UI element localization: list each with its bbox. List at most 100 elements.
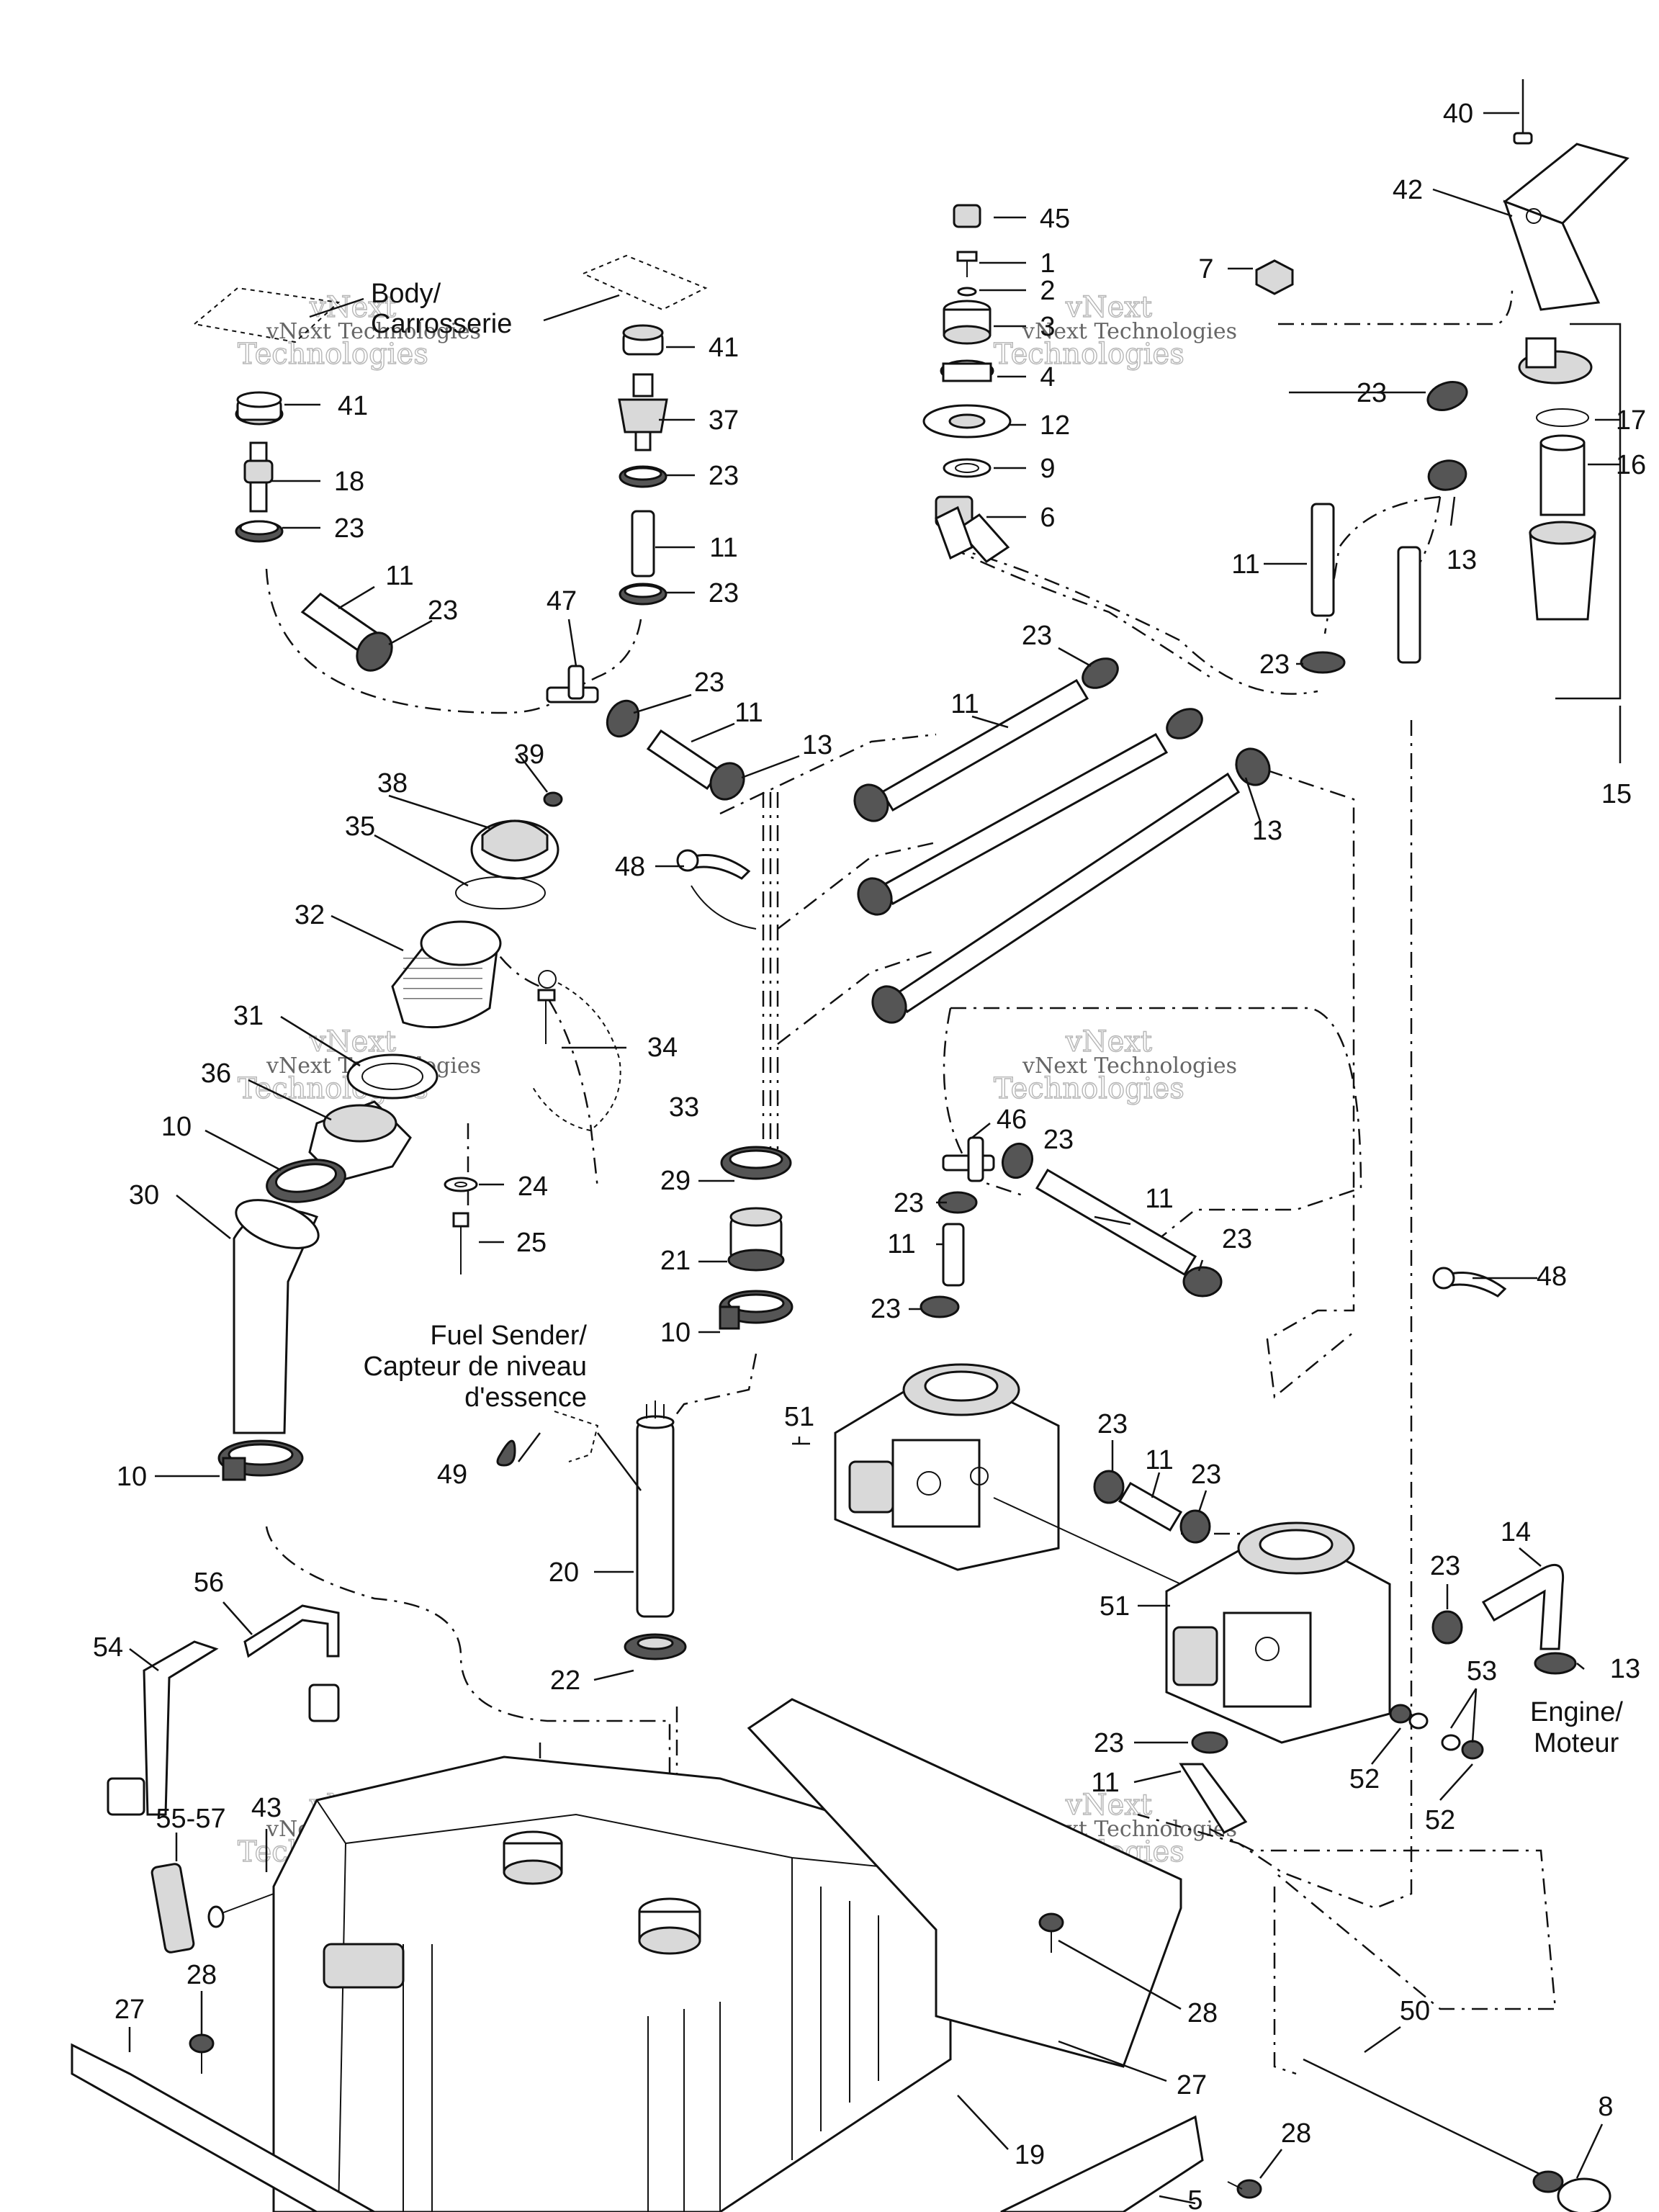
- shield-5: [1000, 2115, 1204, 2212]
- callout-13-right: 13: [1447, 545, 1477, 575]
- callout-47: 47: [547, 586, 577, 616]
- callout-23-tee46: 23: [1043, 1125, 1074, 1155]
- callout-23-between-right: 23: [1191, 1460, 1221, 1490]
- engine-label-line2: Moteur: [1534, 1728, 1619, 1758]
- callout-32: 32: [295, 900, 325, 930]
- nut-7: [1255, 259, 1294, 295]
- clamp-23-tee: [606, 699, 640, 738]
- filter-element-16: [1539, 434, 1586, 516]
- callout-11-carb-lower: 11: [1091, 1768, 1119, 1798]
- fuel-sender-label: Fuel Sender/ Capteur de niveau d'essence: [363, 1321, 587, 1413]
- callout-8: 8: [1598, 2092, 1613, 2122]
- callout-51-rear: 51: [1100, 1591, 1130, 1622]
- callout-10-sender: 10: [660, 1318, 691, 1348]
- fuel-sender-label-line3: d'essence: [464, 1382, 587, 1413]
- chain-33: [532, 982, 621, 1132]
- callout-11-left: 11: [385, 561, 413, 591]
- watermark-small: vNext Technologies: [1022, 1053, 1237, 1079]
- callout-11-tee46-diag: 11: [1145, 1184, 1173, 1214]
- fitting-41-center: [622, 324, 664, 356]
- hose-11-center: [631, 510, 655, 577]
- body-label: Body/ Carrosserie: [371, 279, 512, 339]
- tee-fitting-47: [546, 665, 599, 703]
- callout-23-between-left: 23: [1097, 1409, 1128, 1439]
- callout-45: 45: [1040, 204, 1070, 234]
- shield-27-left: [71, 2043, 377, 2212]
- callout-49: 49: [437, 1460, 467, 1490]
- clamp-10-lower: [217, 1439, 304, 1481]
- tie-wrap-48-upper: [676, 849, 757, 930]
- callout-48-lower: 48: [1537, 1262, 1567, 1292]
- callout-5: 5: [1187, 2185, 1202, 2212]
- screw-28-a: [189, 2033, 215, 2074]
- hose-11-right-b: [1397, 546, 1421, 664]
- callout-37: 37: [709, 405, 739, 436]
- callout-29: 29: [660, 1166, 691, 1196]
- clamp-13-right: [1427, 459, 1467, 491]
- callout-1: 1: [1040, 248, 1055, 279]
- filler-cap-38: [470, 819, 559, 880]
- watermark-small: vNext Technologies: [1022, 319, 1237, 344]
- callout-51-front: 51: [784, 1402, 814, 1432]
- choke-cable-50: [1303, 2058, 1542, 2176]
- callout-23-crossover: 23: [1022, 621, 1052, 651]
- strap-54: [107, 1640, 219, 1816]
- clamp-23-tee46-short: [920, 1295, 960, 1318]
- washer-24: [444, 1177, 478, 1192]
- callout-4: 4: [1040, 362, 1055, 392]
- clamp-23-tee46-diag: [1182, 1266, 1223, 1298]
- callout-10-lower: 10: [117, 1462, 147, 1492]
- screw-28-c: [1227, 2179, 1262, 2199]
- fitting-41-left: [235, 391, 284, 426]
- callout-30: 30: [129, 1180, 159, 1210]
- clamp-10-sender: [719, 1290, 793, 1330]
- gasket-31: [346, 1053, 439, 1100]
- callout-36: 36: [201, 1058, 231, 1089]
- callout-35: 35: [345, 811, 375, 842]
- callout-23-right-lower: 23: [1259, 649, 1290, 680]
- leader-lines: [128, 112, 1622, 2205]
- o-ring-17: [1536, 408, 1589, 427]
- clamp-23-center-lower: [619, 583, 667, 606]
- clamp-23-left-lower: [356, 631, 393, 672]
- body-label-line1: Body/: [371, 279, 441, 309]
- hose-routing-lines: [265, 287, 1557, 2075]
- callout-52-upper: 52: [1349, 1764, 1380, 1794]
- fuel-sender-label-line2: Capteur de niveau: [363, 1352, 587, 1382]
- callout-23-tee46-short: 23: [871, 1294, 901, 1324]
- filter-bowl: [1529, 521, 1596, 621]
- shield-27-right: [747, 1698, 1182, 2068]
- callout-31: 31: [233, 1001, 264, 1031]
- watermark-vnext: vNext: [1065, 1025, 1152, 1058]
- filler-hose-30: [233, 1199, 320, 1434]
- callout-13-engine: 13: [1610, 1654, 1640, 1684]
- callout-43: 43: [251, 1793, 282, 1823]
- callout-56: 56: [194, 1568, 224, 1598]
- clamp-23-right-lower: [1300, 651, 1346, 674]
- filter-head: [1518, 337, 1593, 385]
- screw-1: [956, 251, 978, 277]
- clamp-10-upper: [266, 1159, 346, 1203]
- watermark-vnext: vNext: [1065, 291, 1152, 324]
- strap-56: [243, 1604, 340, 1722]
- washers-53-nuts-52: [1389, 1704, 1484, 1760]
- fuel-sender-label-line1: Fuel Sender/: [430, 1321, 587, 1351]
- callout-25: 25: [516, 1228, 547, 1258]
- callout-55-57: 55-57: [156, 1804, 225, 1834]
- callout-52-lower: 52: [1425, 1805, 1455, 1835]
- clamp-23-center-upper: [619, 465, 667, 488]
- vent-cap-39: [543, 791, 563, 807]
- rivet-25: [452, 1212, 469, 1274]
- sealant-drop-49: [496, 1411, 599, 1467]
- bolt-34: [537, 970, 557, 1044]
- callout-11-center: 11: [709, 533, 737, 563]
- callout-42: 42: [1393, 175, 1423, 205]
- callout-14: 14: [1501, 1517, 1531, 1547]
- watermark-vnext: vNext: [309, 291, 396, 324]
- clamp-23-carb-lower: [1191, 1731, 1228, 1754]
- callout-16: 16: [1616, 450, 1646, 480]
- callout-40: 40: [1443, 99, 1473, 129]
- watermark-vnext: vNext: [1065, 1789, 1152, 1822]
- callout-23-tee46-diag: 23: [1222, 1224, 1252, 1254]
- choke-knob-8: [1532, 2170, 1611, 2212]
